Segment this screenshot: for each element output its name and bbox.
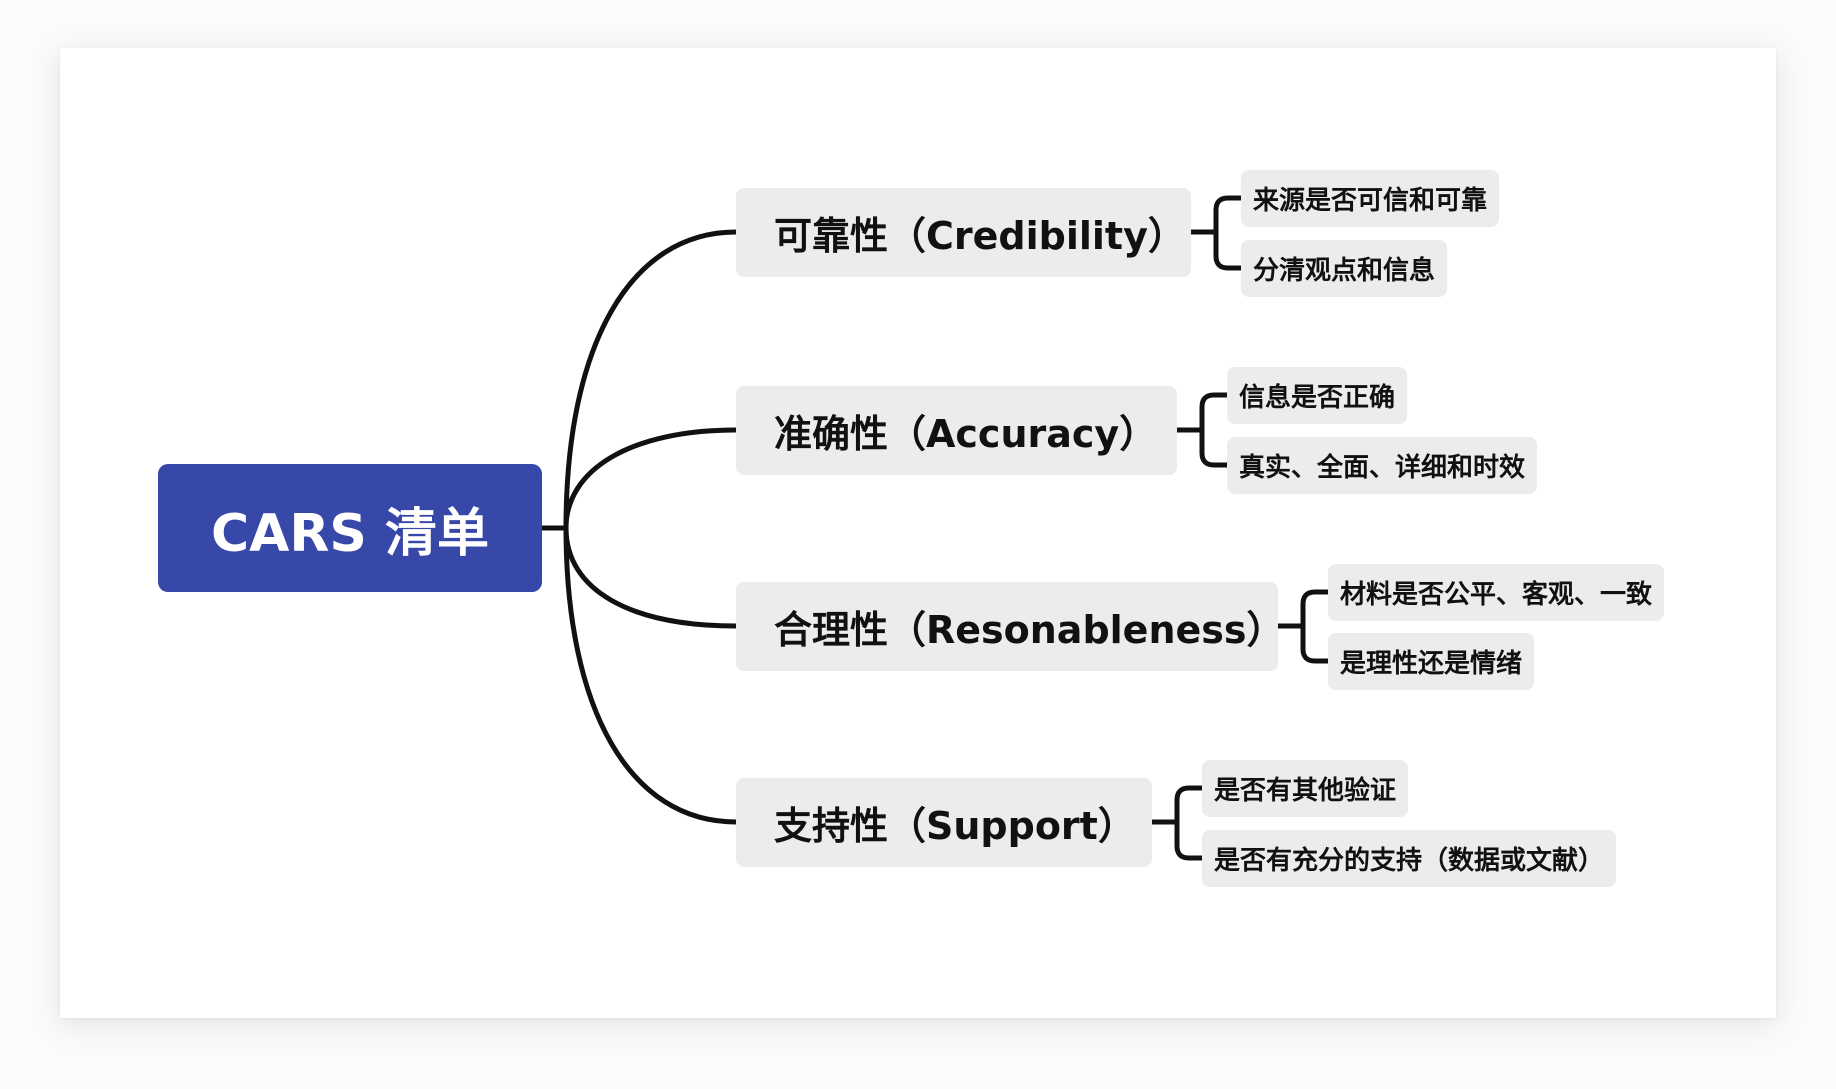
root-node[interactable]: CARS 清单 [158, 464, 542, 592]
branch-label: 准确性（Accuracy） [774, 412, 1158, 456]
branch-label: 合理性（Resonableness） [774, 608, 1285, 652]
leaf-label: 是否有其他验证 [1214, 776, 1397, 806]
branch-label: 可靠性（Credibility） [774, 214, 1186, 258]
leaf-node[interactable]: 真实、全面、详细和时效 [1227, 437, 1538, 494]
leaf-label: 是否有充分的支持（数据或文献） [1214, 846, 1605, 876]
leaf-node[interactable]: 是理性还是情绪 [1328, 633, 1535, 690]
leaf-label: 是理性还是情绪 [1340, 649, 1523, 679]
leaf-node[interactable]: 是否有其他验证 [1202, 760, 1409, 817]
branch-node-support[interactable]: 支持性（Support） [736, 778, 1152, 867]
root-label: CARS 清单 [210, 503, 489, 564]
branch-label: 支持性（Support） [774, 804, 1136, 848]
leaf-label: 真实、全面、详细和时效 [1239, 453, 1526, 483]
branch-node-reasonableness[interactable]: 合理性（Resonableness） [736, 582, 1285, 671]
leaf-label: 分清观点和信息 [1253, 256, 1436, 286]
leaf-label: 来源是否可信和可靠 [1253, 186, 1488, 216]
leaf-node[interactable]: 分清观点和信息 [1241, 240, 1448, 297]
leaf-node[interactable]: 来源是否可信和可靠 [1241, 170, 1500, 227]
leaf-label: 信息是否正确 [1239, 383, 1396, 413]
branch-node-accuracy[interactable]: 准确性（Accuracy） [736, 386, 1177, 475]
branch-node-credibility[interactable]: 可靠性（Credibility） [736, 188, 1191, 277]
leaf-node[interactable]: 材料是否公平、客观、一致 [1328, 564, 1665, 621]
leaf-node[interactable]: 信息是否正确 [1227, 367, 1408, 424]
leaf-label: 材料是否公平、客观、一致 [1340, 580, 1653, 610]
leaf-node[interactable]: 是否有充分的支持（数据或文献） [1202, 830, 1617, 887]
